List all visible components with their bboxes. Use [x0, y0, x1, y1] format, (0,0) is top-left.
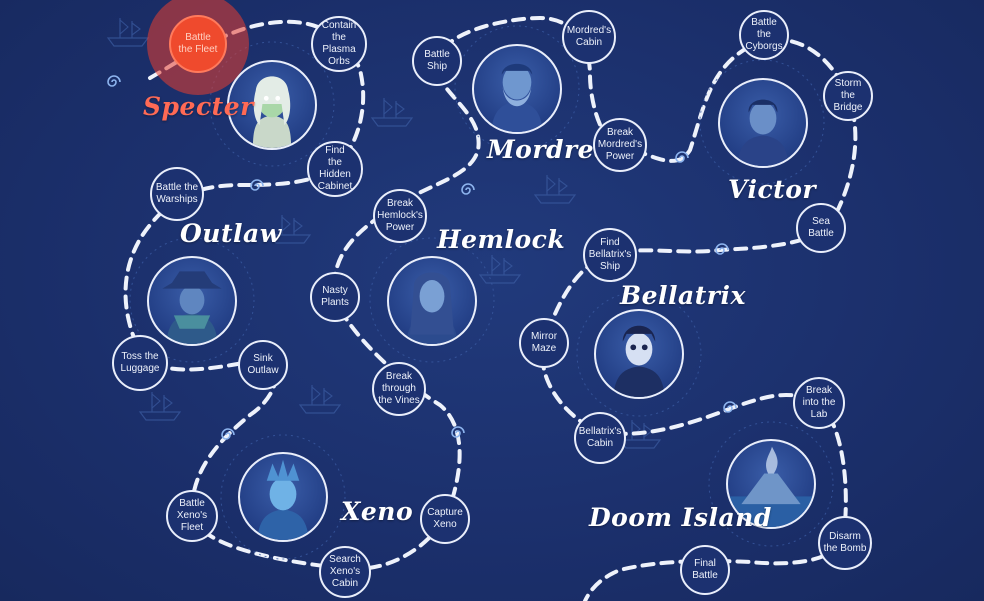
mordred-avatar [491, 63, 543, 132]
mission-label: Nasty Plants [321, 285, 349, 308]
mission-mordreds-cabin[interactable]: Mordred's Cabin [562, 10, 616, 64]
mission-search-xenos-cabin[interactable]: Search Xeno's Cabin [319, 546, 371, 598]
mission-label: Mordred's Cabin [566, 25, 612, 48]
mission-contain-plasma-orbs[interactable]: Contain the Plasma Orbs [311, 16, 367, 72]
victor-portrait[interactable] [718, 78, 808, 168]
mission-mirror-maze[interactable]: Mirror Maze [519, 318, 569, 368]
mission-battle-the-warships[interactable]: Battle the Warships [150, 167, 204, 221]
swirl-icon [250, 179, 264, 191]
mission-label: Break Mordred's Power [597, 127, 643, 162]
mission-label: Sea Battle [808, 216, 834, 239]
mission-label: Battle Ship [424, 49, 450, 72]
swirl-icon [675, 151, 689, 163]
mission-break-through-vines[interactable]: Break through the Vines [372, 362, 426, 416]
mission-label: Toss the Luggage [120, 351, 160, 374]
mission-bellatrixs-cabin[interactable]: Bellatrix's Cabin [574, 412, 626, 464]
mission-battle-ship[interactable]: Battle Ship [412, 36, 462, 86]
character-name-outlaw[interactable]: Outlaw [180, 219, 282, 248]
hemlock-portrait[interactable] [387, 256, 477, 346]
specter-avatar [252, 76, 292, 148]
xeno-avatar [257, 459, 309, 540]
mission-nasty-plants[interactable]: Nasty Plants [310, 272, 360, 322]
mission-battle-the-fleet[interactable]: Battle the Fleet [169, 15, 227, 73]
swirl-icon [221, 428, 235, 440]
swirl-icon [723, 401, 737, 413]
mission-label: Mirror Maze [530, 331, 558, 354]
mission-sea-battle[interactable]: Sea Battle [796, 203, 846, 253]
character-name-specter[interactable]: Specter [143, 92, 254, 121]
mission-label: Find Bellatrix's Ship [588, 237, 632, 272]
mission-label: Final Battle [692, 558, 718, 581]
mission-label: Break into the Lab [802, 385, 836, 420]
mission-disarm-the-bomb[interactable]: Disarm the Bomb [818, 516, 872, 570]
mission-label: Contain the Plasma Orbs [321, 20, 357, 67]
swirl-icon [461, 183, 475, 195]
mission-break-hemlocks-power[interactable]: Break Hemlock's Power [373, 189, 427, 243]
mission-battle-xenos-fleet[interactable]: Battle Xeno's Fleet [166, 490, 218, 542]
character-name-bellatrix[interactable]: Bellatrix [620, 281, 746, 310]
mission-find-hidden-cabinet[interactable]: Find the Hidden Cabinet [307, 141, 363, 197]
xeno-portrait[interactable] [238, 452, 328, 542]
outlaw-avatar [162, 271, 222, 344]
character-name-xeno[interactable]: Xeno [341, 497, 414, 526]
specter-portrait[interactable] [227, 60, 317, 150]
character-name-victor[interactable]: Victor [728, 175, 817, 204]
character-name-doom-island[interactable]: Doom Island [589, 503, 772, 532]
mission-battle-the-cyborgs[interactable]: Battle the Cyborgs [739, 10, 789, 60]
victor-avatar [737, 99, 789, 166]
mission-label: Disarm the Bomb [823, 531, 867, 554]
swirl-icon [107, 75, 121, 87]
mission-label: Bellatrix's Cabin [578, 426, 622, 449]
character-name-hemlock[interactable]: Hemlock [437, 225, 566, 254]
mordred-portrait[interactable] [472, 44, 562, 134]
mission-label: Find the Hidden Cabinet [317, 145, 353, 192]
bellatrix-avatar [613, 325, 665, 397]
hemlock-avatar [406, 272, 458, 344]
mission-break-into-lab[interactable]: Break into the Lab [793, 377, 845, 429]
mission-final-battle[interactable]: Final Battle [680, 545, 730, 595]
mission-toss-the-luggage[interactable]: Toss the Luggage [112, 335, 168, 391]
character-name-mordred[interactable]: Mordred [487, 135, 613, 164]
mission-find-bellatrixs-ship[interactable]: Find Bellatrix's Ship [583, 228, 637, 282]
mission-label: Battle the Cyborgs [745, 17, 783, 52]
mission-break-mordreds-power[interactable]: Break Mordred's Power [593, 118, 647, 172]
mission-label: Sink Outlaw [247, 353, 279, 376]
mission-label: Battle the Warships [155, 182, 199, 205]
bellatrix-portrait[interactable] [594, 309, 684, 399]
mission-capture-xeno[interactable]: Capture Xeno [420, 494, 470, 544]
swirl-icon [451, 426, 465, 438]
mission-label: Battle the Fleet [178, 32, 218, 55]
doom-island-portrait[interactable] [726, 439, 816, 529]
mission-label: Break Hemlock's Power [377, 198, 423, 233]
swirl-icon [715, 243, 729, 255]
mission-label: Battle Xeno's Fleet [176, 498, 208, 533]
outlaw-portrait[interactable] [147, 256, 237, 346]
mission-label: Capture Xeno [427, 507, 463, 530]
mission-storm-the-bridge[interactable]: Storm the Bridge [823, 71, 873, 121]
mission-label: Storm the Bridge [833, 78, 863, 113]
mission-sink-outlaw[interactable]: Sink Outlaw [238, 340, 288, 390]
mission-label: Search Xeno's Cabin [329, 554, 361, 589]
mission-label: Break through the Vines [378, 371, 420, 406]
